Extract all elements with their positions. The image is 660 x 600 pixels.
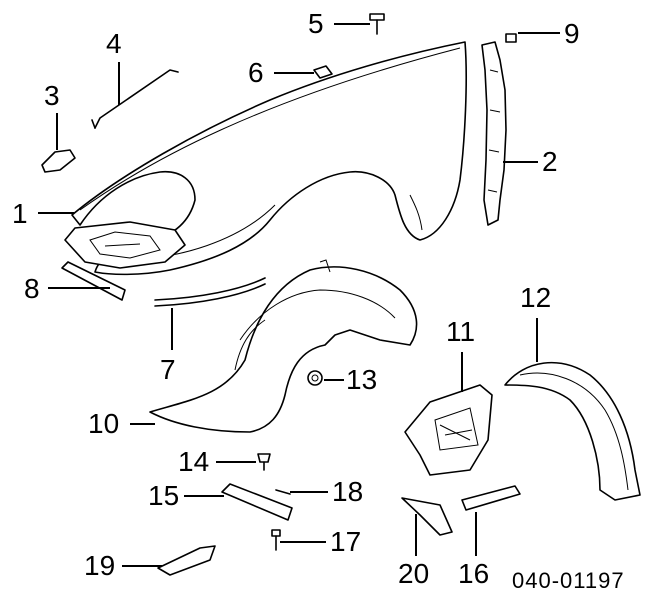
callout-20: 20 <box>398 558 430 589</box>
callout-14: 14 <box>178 446 210 477</box>
small-clip <box>505 33 517 43</box>
callout-9: 9 <box>564 18 580 49</box>
rod <box>91 69 179 129</box>
rear-liner <box>504 361 641 501</box>
fender-bracket <box>64 221 186 269</box>
callout-2: 2 <box>542 146 558 177</box>
inner-panel <box>404 384 493 476</box>
fender-liner <box>149 259 418 433</box>
clip-18 <box>275 489 291 495</box>
moulding-16 <box>461 485 521 511</box>
callout-6: 6 <box>248 57 264 88</box>
callout-3: 3 <box>44 80 60 111</box>
washer <box>307 370 323 386</box>
moulding-15 <box>221 483 293 521</box>
callout-5: 5 <box>308 8 324 39</box>
clip <box>41 149 76 173</box>
bracket-20 <box>401 497 453 536</box>
callout-4: 4 <box>106 28 122 59</box>
bracket-19 <box>157 545 216 576</box>
callout-19: 19 <box>84 550 116 581</box>
pin <box>257 453 271 471</box>
diagram-code: 040-01197 <box>512 568 625 593</box>
callout-16: 16 <box>458 558 490 589</box>
seal-strip <box>481 41 507 226</box>
fender-panel <box>71 41 467 276</box>
callout-10: 10 <box>88 408 120 439</box>
callout-1: 1 <box>12 198 28 229</box>
screw <box>271 529 281 551</box>
callout-18: 18 <box>332 476 364 507</box>
bolt <box>369 13 385 35</box>
callout-15: 15 <box>148 480 180 511</box>
callout-17: 17 <box>330 526 362 557</box>
nut-clip <box>313 65 333 79</box>
callout-12: 12 <box>520 282 552 313</box>
lower-strip <box>154 277 266 307</box>
callout-7: 7 <box>160 354 176 385</box>
front-bracket <box>61 261 126 301</box>
callout-8: 8 <box>24 273 40 304</box>
callout-11: 11 <box>446 316 476 347</box>
callout-13: 13 <box>346 364 378 395</box>
